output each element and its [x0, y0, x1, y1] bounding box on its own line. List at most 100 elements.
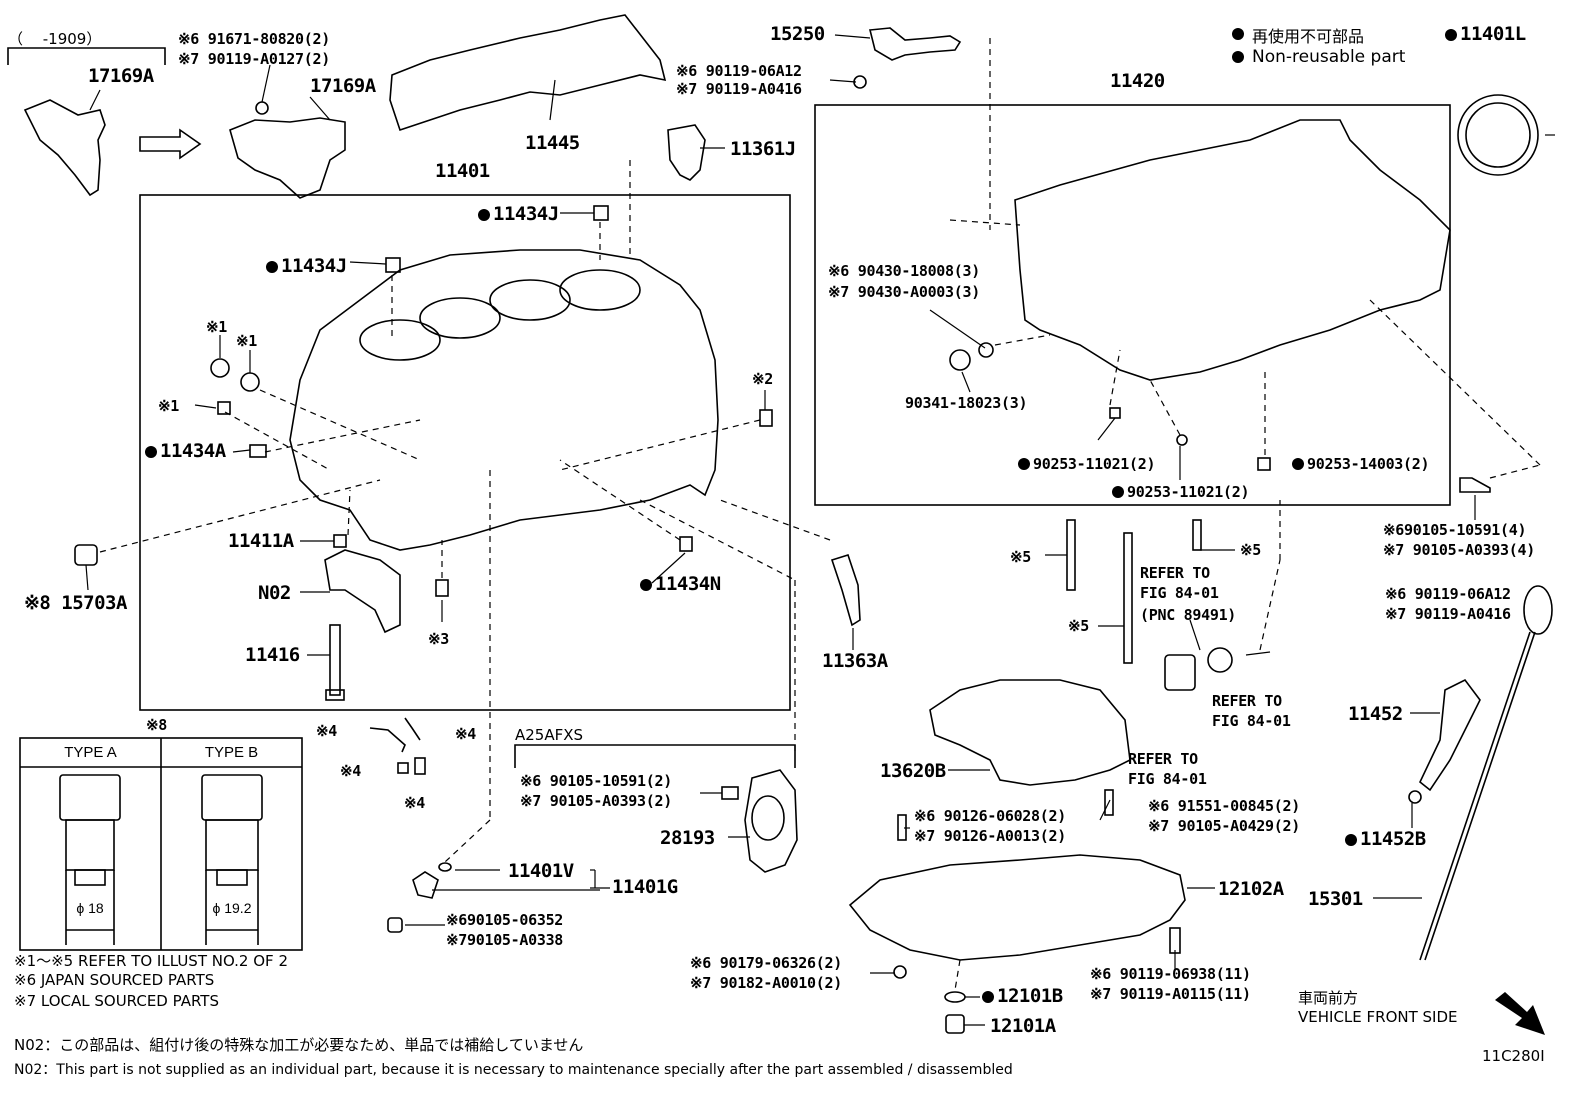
nonreusable-dot-icon: [1112, 486, 1124, 498]
part-N02[interactable]: N02: [258, 582, 291, 604]
ref-x4-b: ※4: [455, 725, 476, 743]
part-90430-a0003[interactable]: ※7 90430-A0003(3): [828, 283, 980, 301]
bolt-90105-10591: [1459, 477, 1491, 493]
part-11361J[interactable]: 11361J: [730, 138, 796, 160]
part-11401L[interactable]: 11401L: [1445, 23, 1526, 45]
insulator-11445: [389, 14, 667, 132]
part-11434A[interactable]: 11434A: [145, 440, 226, 462]
nonreusable-dot-icon: [1292, 458, 1304, 470]
part-90119-a0416-top[interactable]: ※7 90119-A0416: [676, 80, 802, 98]
part-12102A[interactable]: 12102A: [1218, 878, 1284, 900]
part-90253-14003[interactable]: 90253-14003(2): [1292, 455, 1430, 473]
part-13620B[interactable]: 13620B: [880, 760, 946, 782]
nonreusable-dot-icon: [145, 446, 157, 458]
part-90341[interactable]: 90341-18023(3): [905, 394, 1028, 412]
part-91551[interactable]: ※6 91551-00845(2): [1148, 797, 1300, 815]
part-15301[interactable]: 15301: [1308, 888, 1363, 910]
part-90105-a0429[interactable]: ※7 90105-A0429(2): [1148, 817, 1300, 835]
nonreusable-dot-icon: [1345, 834, 1357, 846]
part-90119-06938[interactable]: ※6 90119-06938(11): [1090, 965, 1251, 983]
vehicle-front-jp: 車両前方: [1298, 989, 1359, 1007]
part-11416[interactable]: 11416: [245, 644, 300, 666]
part-11452[interactable]: 11452: [1348, 703, 1403, 725]
part-90430-18008[interactable]: ※6 90430-18008(3): [828, 262, 980, 280]
legend-nonreusable-en: Non-reusable part: [1252, 47, 1406, 67]
part-90126-06028[interactable]: ※6 90126-06028(2): [914, 807, 1066, 825]
type-a-diameter: ϕ 18: [76, 900, 104, 916]
ref-x4-a: ※4: [316, 722, 337, 740]
refer-fig-84-01-c[interactable]: REFER TO: [1128, 750, 1198, 768]
refer-fig-84-01-a[interactable]: REFER TO: [1140, 564, 1210, 582]
ref-x4-d: ※4: [404, 794, 425, 812]
part-12101B[interactable]: 12101B: [982, 985, 1063, 1007]
refer-fig-84-01-b-fig[interactable]: FIG 84-01: [1212, 712, 1291, 730]
gasket-11361J: [667, 124, 706, 181]
note-refer-illust: ※1～※5 REFER TO ILLUST NO.2 OF 2: [14, 952, 288, 970]
part-28193[interactable]: 28193: [660, 827, 715, 849]
part-12101A[interactable]: 12101A: [990, 1015, 1056, 1037]
part-90119-a0115[interactable]: ※7 90119-A0115(11): [1090, 985, 1251, 1003]
refer-fig-84-01-a-fig[interactable]: FIG 84-01: [1140, 584, 1219, 602]
part-11401V[interactable]: 11401V: [508, 860, 574, 882]
part-15250[interactable]: 15250: [770, 23, 825, 45]
part-90126-a0013[interactable]: ※7 90126-A0013(2): [914, 827, 1066, 845]
part-11434J-lower[interactable]: 11434J: [266, 255, 347, 277]
ref-x3: ※3: [428, 630, 449, 648]
part-17169A-left[interactable]: 17169A: [88, 65, 154, 87]
update-arrow: [139, 128, 202, 160]
nonreusable-dot-icon: [1445, 29, 1457, 41]
part-11434N[interactable]: 11434N: [640, 573, 721, 595]
refer-fig-84-01-c-fig[interactable]: FIG 84-01: [1128, 770, 1207, 788]
part-90253-11021-a[interactable]: 90253-11021(2): [1018, 455, 1156, 473]
legend-nonreusable-jp: 再使用不可部品: [1252, 27, 1365, 46]
part-90119-06a12-top[interactable]: ※6 90119-06A12: [676, 62, 802, 80]
part-11363A[interactable]: 11363A: [822, 650, 888, 672]
sensor-15250: [868, 27, 962, 61]
part-11401[interactable]: 11401: [435, 160, 490, 182]
part-90119-a0127[interactable]: ※7 90119-A0127(2): [178, 50, 330, 68]
part-90105-10591-right[interactable]: ※690105-10591(4): [1383, 521, 1527, 539]
ref-x1-a: ※1: [206, 318, 227, 336]
bearing-cap-N02: [324, 549, 401, 634]
part-90119-06a12-right[interactable]: ※6 90119-06A12: [1385, 585, 1511, 603]
part-11411A[interactable]: 11411A: [228, 530, 294, 552]
part-11434J-upper[interactable]: 11434J: [478, 203, 559, 225]
ref-x8: ※8: [146, 716, 167, 734]
part-17169A-right[interactable]: 17169A: [310, 75, 376, 97]
part-11420[interactable]: 11420: [1110, 70, 1165, 92]
nonreusable-dot-icon: [640, 579, 652, 591]
part-90105-a0393-mid[interactable]: ※7 90105-A0393(2): [520, 792, 672, 810]
ref-x1-c: ※1: [158, 397, 179, 415]
part-90119-a0416-right[interactable]: ※7 90119-A0416: [1385, 605, 1511, 623]
engine-variant-a25afxs: A25AFXS: [515, 726, 584, 744]
part-91671[interactable]: ※6 91671-80820(2): [178, 30, 330, 48]
front-direction-arrow: [1495, 992, 1545, 1035]
part-90253-11021-b[interactable]: 90253-11021(2): [1112, 483, 1250, 501]
part-11445[interactable]: 11445: [525, 132, 580, 154]
ref-x2: ※2: [752, 370, 773, 388]
part-11401G[interactable]: 11401G: [612, 876, 678, 898]
nonreusable-dot-icon: [982, 991, 994, 1003]
part-15703A[interactable]: ※8 15703A: [24, 592, 127, 614]
ref-x1-b: ※1: [236, 332, 257, 350]
part-90105-10591-mid[interactable]: ※6 90105-10591(2): [520, 772, 672, 790]
part-90105-06352[interactable]: ※690105-06352: [446, 911, 564, 929]
nonreusable-dot-icon: [1018, 458, 1030, 470]
crankcase-stiffener: [1014, 119, 1451, 381]
date-bracket: [7, 47, 166, 65]
note-japan-sourced: ※6 JAPAN SOURCED PARTS: [14, 971, 215, 989]
type-b-header: TYPE B: [204, 744, 259, 761]
part-90105-a0338[interactable]: ※790105-A0338: [446, 931, 564, 949]
part-90179[interactable]: ※6 90179-06326(2): [690, 954, 842, 972]
part-90105-a0393-right[interactable]: ※7 90105-A0393(4): [1383, 541, 1535, 559]
ref-x5-b: ※5: [1240, 541, 1261, 559]
part-11452B[interactable]: 11452B: [1345, 828, 1426, 850]
vehicle-front-en: VEHICLE FRONT SIDE: [1298, 1008, 1458, 1026]
refer-fig-84-01-b[interactable]: REFER TO: [1212, 692, 1282, 710]
nonreusable-dot-icon: [266, 261, 278, 273]
part-90182[interactable]: ※7 90182-A0010(2): [690, 974, 842, 992]
dipstick-guide-11452: [1419, 678, 1481, 792]
note-n02-jp: N02：この部品は、組付け後の特殊な加工が必要なため、単品では補給していません: [14, 1036, 584, 1054]
